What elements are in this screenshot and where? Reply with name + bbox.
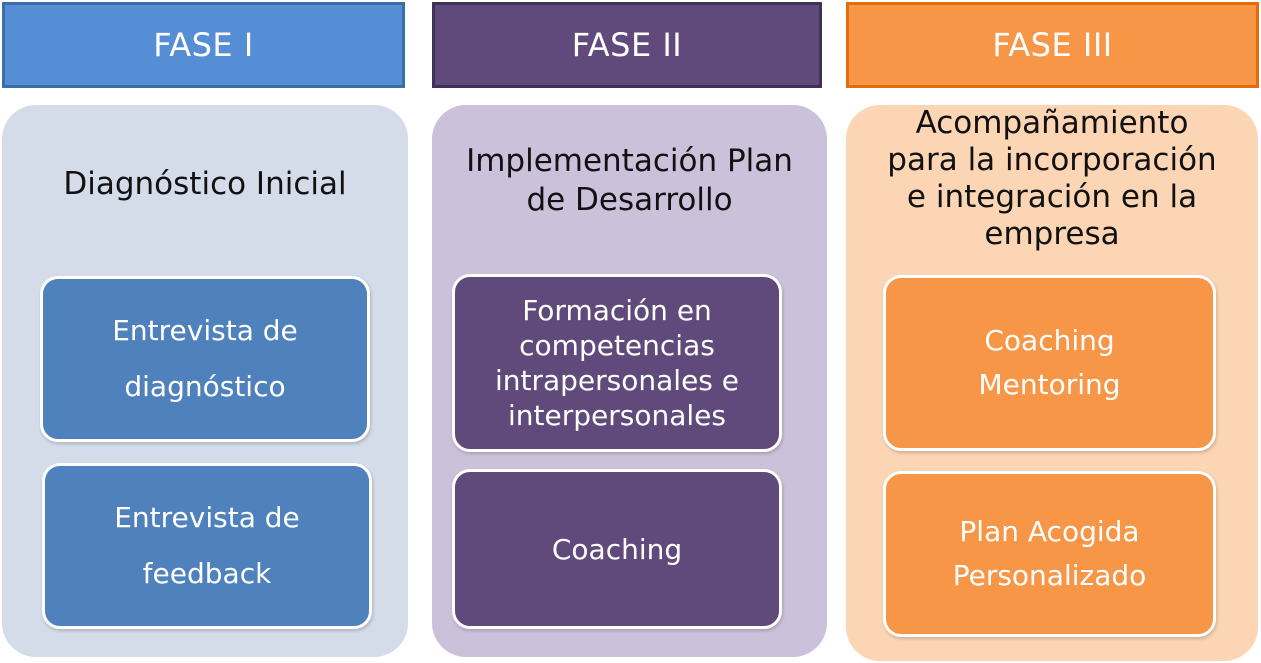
phase-1-header: FASE I [2, 2, 405, 88]
phase-3-header-label: FASE III [992, 26, 1113, 64]
phase-3-box-coaching-mentoring: Coaching Mentoring [883, 275, 1216, 451]
phase-1-box-interview-feedback: Entrevista de feedback [42, 463, 372, 629]
phase-2-header: FASE II [432, 2, 822, 88]
phase-3-box-welcome-plan: Plan Acogida Personalizado [883, 471, 1216, 637]
phase-3-header: FASE III [846, 2, 1259, 88]
phase-1-title: Diagnóstico Inicial [63, 166, 347, 202]
phase-2-header-label: FASE II [571, 26, 683, 64]
phase-1-panel: Diagnóstico Inicial Entrevista de diagnó… [2, 105, 408, 657]
phase-3-title: Acompañamiento para la incorporación e i… [887, 105, 1217, 252]
phase-1-box-interview-diagnosis: Entrevista de diagnóstico [40, 276, 370, 442]
phase-2-title: Implementación Plan de Desarrollo [466, 143, 793, 218]
phase-1-header-label: FASE I [153, 26, 254, 64]
phase-2-box-training: Formación en competencias intrapersonale… [452, 274, 782, 452]
phase-2-panel: Implementación Plan de Desarrollo Formac… [432, 105, 827, 657]
phase-2-box-coaching: Coaching [452, 469, 782, 629]
phase-3-panel: Acompañamiento para la incorporación e i… [846, 105, 1258, 661]
